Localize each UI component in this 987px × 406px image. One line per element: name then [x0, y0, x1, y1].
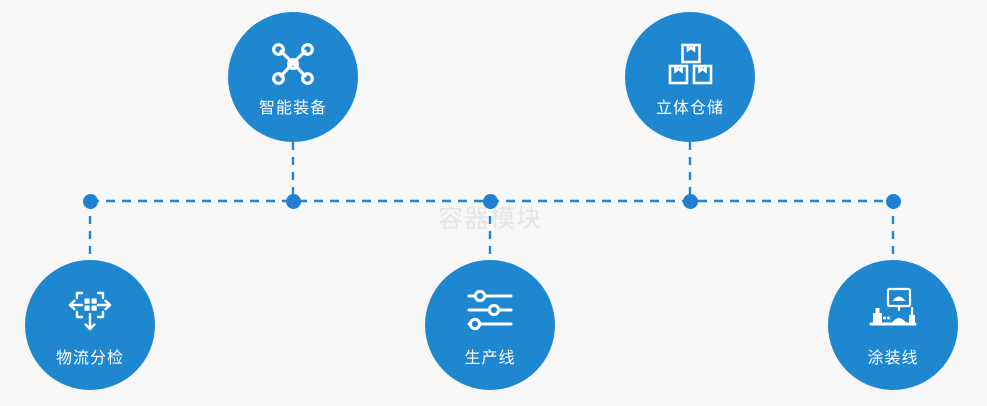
node-smart-equipment: [285, 193, 301, 209]
node-production-line: [482, 193, 498, 209]
module-stereo-warehouse[interactable]: 立体仓储: [625, 12, 755, 142]
module-label: 物流分检: [55, 348, 124, 367]
sliders-icon: [464, 284, 516, 336]
module-coating-line[interactable]: 涂装线: [828, 260, 958, 390]
paint-booth-icon: [867, 284, 919, 336]
stacked-boxes-icon: [664, 38, 716, 90]
module-label: 智能装备: [258, 98, 327, 117]
module-production-line[interactable]: 生产线: [425, 260, 555, 390]
module-label: 涂装线: [867, 348, 919, 367]
node-stereo-warehouse: [682, 193, 698, 209]
module-logistics-sorting[interactable]: 物流分检: [25, 260, 155, 390]
module-smart-equipment[interactable]: 智能装备: [228, 12, 358, 142]
diagram-watermark: 容器模块: [437, 204, 542, 233]
module-label: 生产线: [464, 348, 516, 367]
network-nodes-icon: [267, 38, 319, 90]
module-label: 立体仓储: [655, 98, 724, 117]
node-coating-line: [885, 193, 901, 209]
node-logistics-sorting: [82, 193, 98, 209]
sorting-arrows-icon: [64, 284, 116, 336]
